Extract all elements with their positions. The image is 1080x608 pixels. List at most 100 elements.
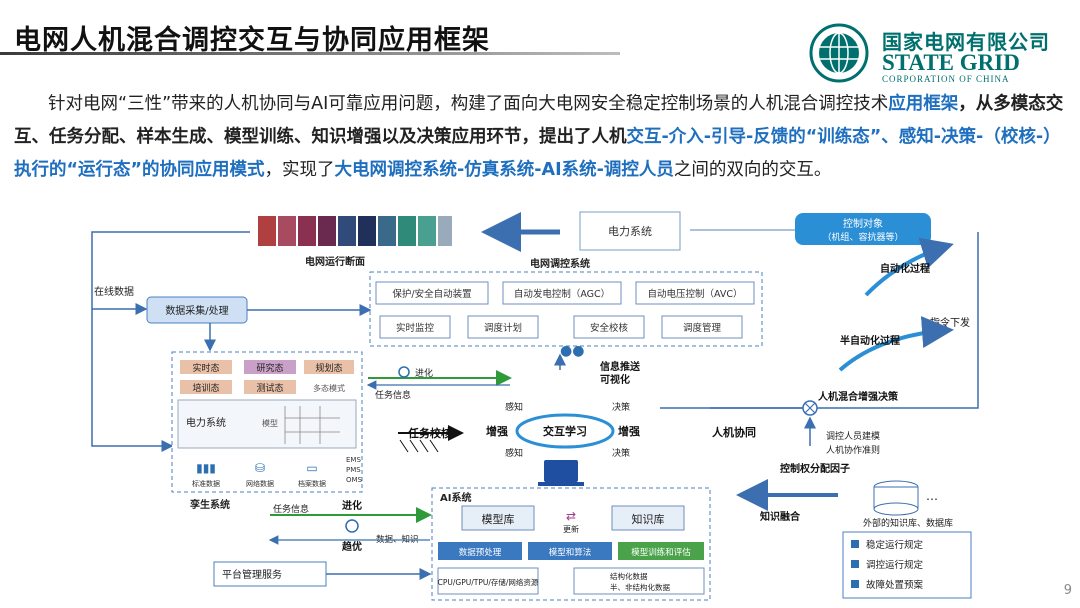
grid-snapshot-label: 电网运行断面	[305, 255, 365, 268]
framework-diagram: 电网运行断面 电力系统 控制对象 （机组、容抗器等） 自动化过程 指令下发 半自…	[91, 211, 979, 601]
data-type-box	[573, 567, 705, 595]
twin-state: 实时态	[192, 362, 219, 374]
data-collect-label: 数据采集/处理	[165, 304, 228, 317]
ext-rule: 故障处置预案	[866, 579, 924, 591]
control-object-box	[795, 213, 931, 245]
twin-system-label: 孪生系统	[190, 498, 230, 511]
decide-label-top: 决策	[612, 401, 630, 413]
more-icon: …	[926, 489, 938, 503]
decide-label-bottom: 决策	[612, 447, 630, 459]
task-info-label-bottom: 任务信息	[273, 503, 309, 515]
ai-bar	[618, 542, 704, 560]
info-push-label: 信息推送	[600, 360, 641, 373]
dispatch-item: 调度管理	[683, 322, 722, 334]
globe-icon	[809, 23, 869, 83]
twin-icon-label: 网络数据	[246, 479, 274, 488]
interact-cycle	[515, 413, 615, 449]
data-type: 结构化数据	[610, 571, 648, 581]
hw-label: CPU/GPU/TPU/存储/网络资源	[438, 577, 539, 587]
dispatch-item: 自动电压控制（AVC）	[647, 288, 742, 300]
hm-cooperate-label: 人机协同	[712, 425, 756, 439]
twin-sub-label: 多态模式	[313, 383, 345, 393]
doc-icon	[851, 560, 859, 568]
intro-highlight-3: -反馈的“训练态”、感知-决策-（校核-）执行的“运行态”的协同应用模式	[14, 127, 1061, 180]
platform-label: 平台管理服务	[222, 568, 282, 581]
visual-label: 可视化	[600, 373, 630, 386]
intro-paragraph: 针对电网“三性”带来的人机协同与AI可靠应用问题，构建了面向大电网安全稳定控制场…	[14, 88, 1068, 187]
dispatch-item: 实时监控	[396, 322, 435, 334]
data-type: 半、非结构化数据	[610, 582, 670, 592]
twin-power-panel	[177, 399, 357, 449]
hatch-icon	[399, 439, 439, 453]
twin-state: 规划态	[315, 362, 342, 374]
ai-bar-label: 模型训练和评估	[631, 547, 691, 558]
semi-auto-arrow	[838, 316, 954, 372]
intro-text-3: ，实现了	[264, 160, 335, 180]
page-number: 9	[1063, 583, 1072, 598]
database-icon: ⛁	[255, 461, 265, 475]
twin-icons: ▮▮▮ 标准数据 ⛁ 网络数据 ▭ 档案数据 EMS PMS OMS	[192, 456, 363, 488]
auto-process-label: 自动化过程	[880, 262, 930, 275]
perceive-label-top: 感知	[505, 401, 523, 413]
ai-bar-label: 模型和算法	[549, 547, 592, 558]
update-label: 更新	[563, 524, 579, 534]
ext-rule: 调控运行规定	[866, 559, 924, 571]
logo-english-sub: CORPORATION OF CHINA	[882, 74, 1010, 84]
interact-learn-label: 交互学习	[543, 424, 587, 438]
model-lib-box	[461, 505, 535, 531]
title-underline	[0, 52, 620, 55]
evolve-label-bottom: 进化	[342, 499, 362, 512]
hw-box	[437, 567, 539, 595]
cross-icon	[804, 402, 816, 414]
semi-auto-label: 半自动化过程	[840, 334, 900, 347]
model-lib-label: 模型库	[482, 512, 515, 526]
ext-rule: 稳定运行规定	[866, 539, 924, 551]
laptop-icon	[544, 460, 578, 482]
cycle-icon	[398, 366, 410, 378]
monitor-icon: ▭	[306, 461, 317, 475]
task-info-label-top: 任务信息	[375, 389, 411, 401]
dispatch-item: 调度计划	[484, 322, 522, 334]
enhance-label-left: 增强	[486, 424, 508, 438]
twin-grid-icon	[284, 406, 340, 444]
dispatch-title: 电网调控系统	[530, 257, 590, 270]
twin-ems: EMS	[346, 456, 361, 464]
twin-icon-label: 档案数据	[298, 479, 326, 488]
grid-snapshot-images	[258, 216, 452, 246]
ctrl-factor-label: 控制权分配因子	[780, 462, 850, 475]
intro-highlight-2: 交互-介入-引导	[626, 127, 747, 147]
laptop-base-icon	[538, 482, 584, 486]
intro-highlight-4: 大电网调控系统-仿真系统-AI系统-调控人员	[334, 160, 674, 180]
dispatch-item: 保护/安全自动装置	[392, 288, 471, 300]
logo-english: STATE GRID	[882, 50, 1020, 75]
online-data-label: 在线数据	[94, 285, 134, 298]
intro-text-2: ，从多模态交互、任务分配、样本生成、模型训练、知识增强以及决策应用环节，提出了人…	[14, 94, 1064, 147]
chart-icon: ▮▮▮	[196, 461, 216, 475]
doc-icon	[851, 580, 859, 588]
hm-decision-label: 人机混合增强决策	[818, 390, 899, 403]
evolve-label-top: 进化	[415, 367, 433, 379]
perceive-label-bottom: 感知	[505, 447, 523, 459]
control-object-label: 控制对象	[843, 217, 883, 230]
left-loop-line	[91, 231, 250, 452]
decision-item: 人机协作准则	[826, 444, 880, 456]
ai-bar-label: 数据预处理	[459, 547, 502, 558]
power-system-box	[579, 211, 681, 251]
twin-model-label: 模型	[262, 418, 278, 428]
dispatch-item: 安全校核	[590, 322, 629, 334]
power-system-label: 电力系统	[608, 225, 652, 238]
twin-icon-label: 标准数据	[192, 479, 220, 488]
swap-icon: ⇄	[566, 509, 576, 523]
dispatch-item: 自动发电控制（AGC）	[514, 288, 610, 300]
ai-bar	[438, 542, 522, 560]
twin-power-label: 电力系统	[186, 416, 226, 429]
state-grid-logo: 国家电网有限公司 STATE GRID CORPORATION OF CHINA	[802, 22, 1072, 84]
intro-text-4: 之间的双向的交互。	[673, 160, 832, 180]
ext-kb-label: 外部的知识库、数据库	[863, 517, 953, 529]
knowledge-lib-label: 知识库	[632, 512, 665, 526]
control-object-sub: （机组、容抗器等）	[822, 231, 903, 243]
ai-title: AI系统	[440, 491, 471, 504]
doc-icon	[851, 540, 859, 548]
twin-state: 研究态	[256, 362, 283, 374]
